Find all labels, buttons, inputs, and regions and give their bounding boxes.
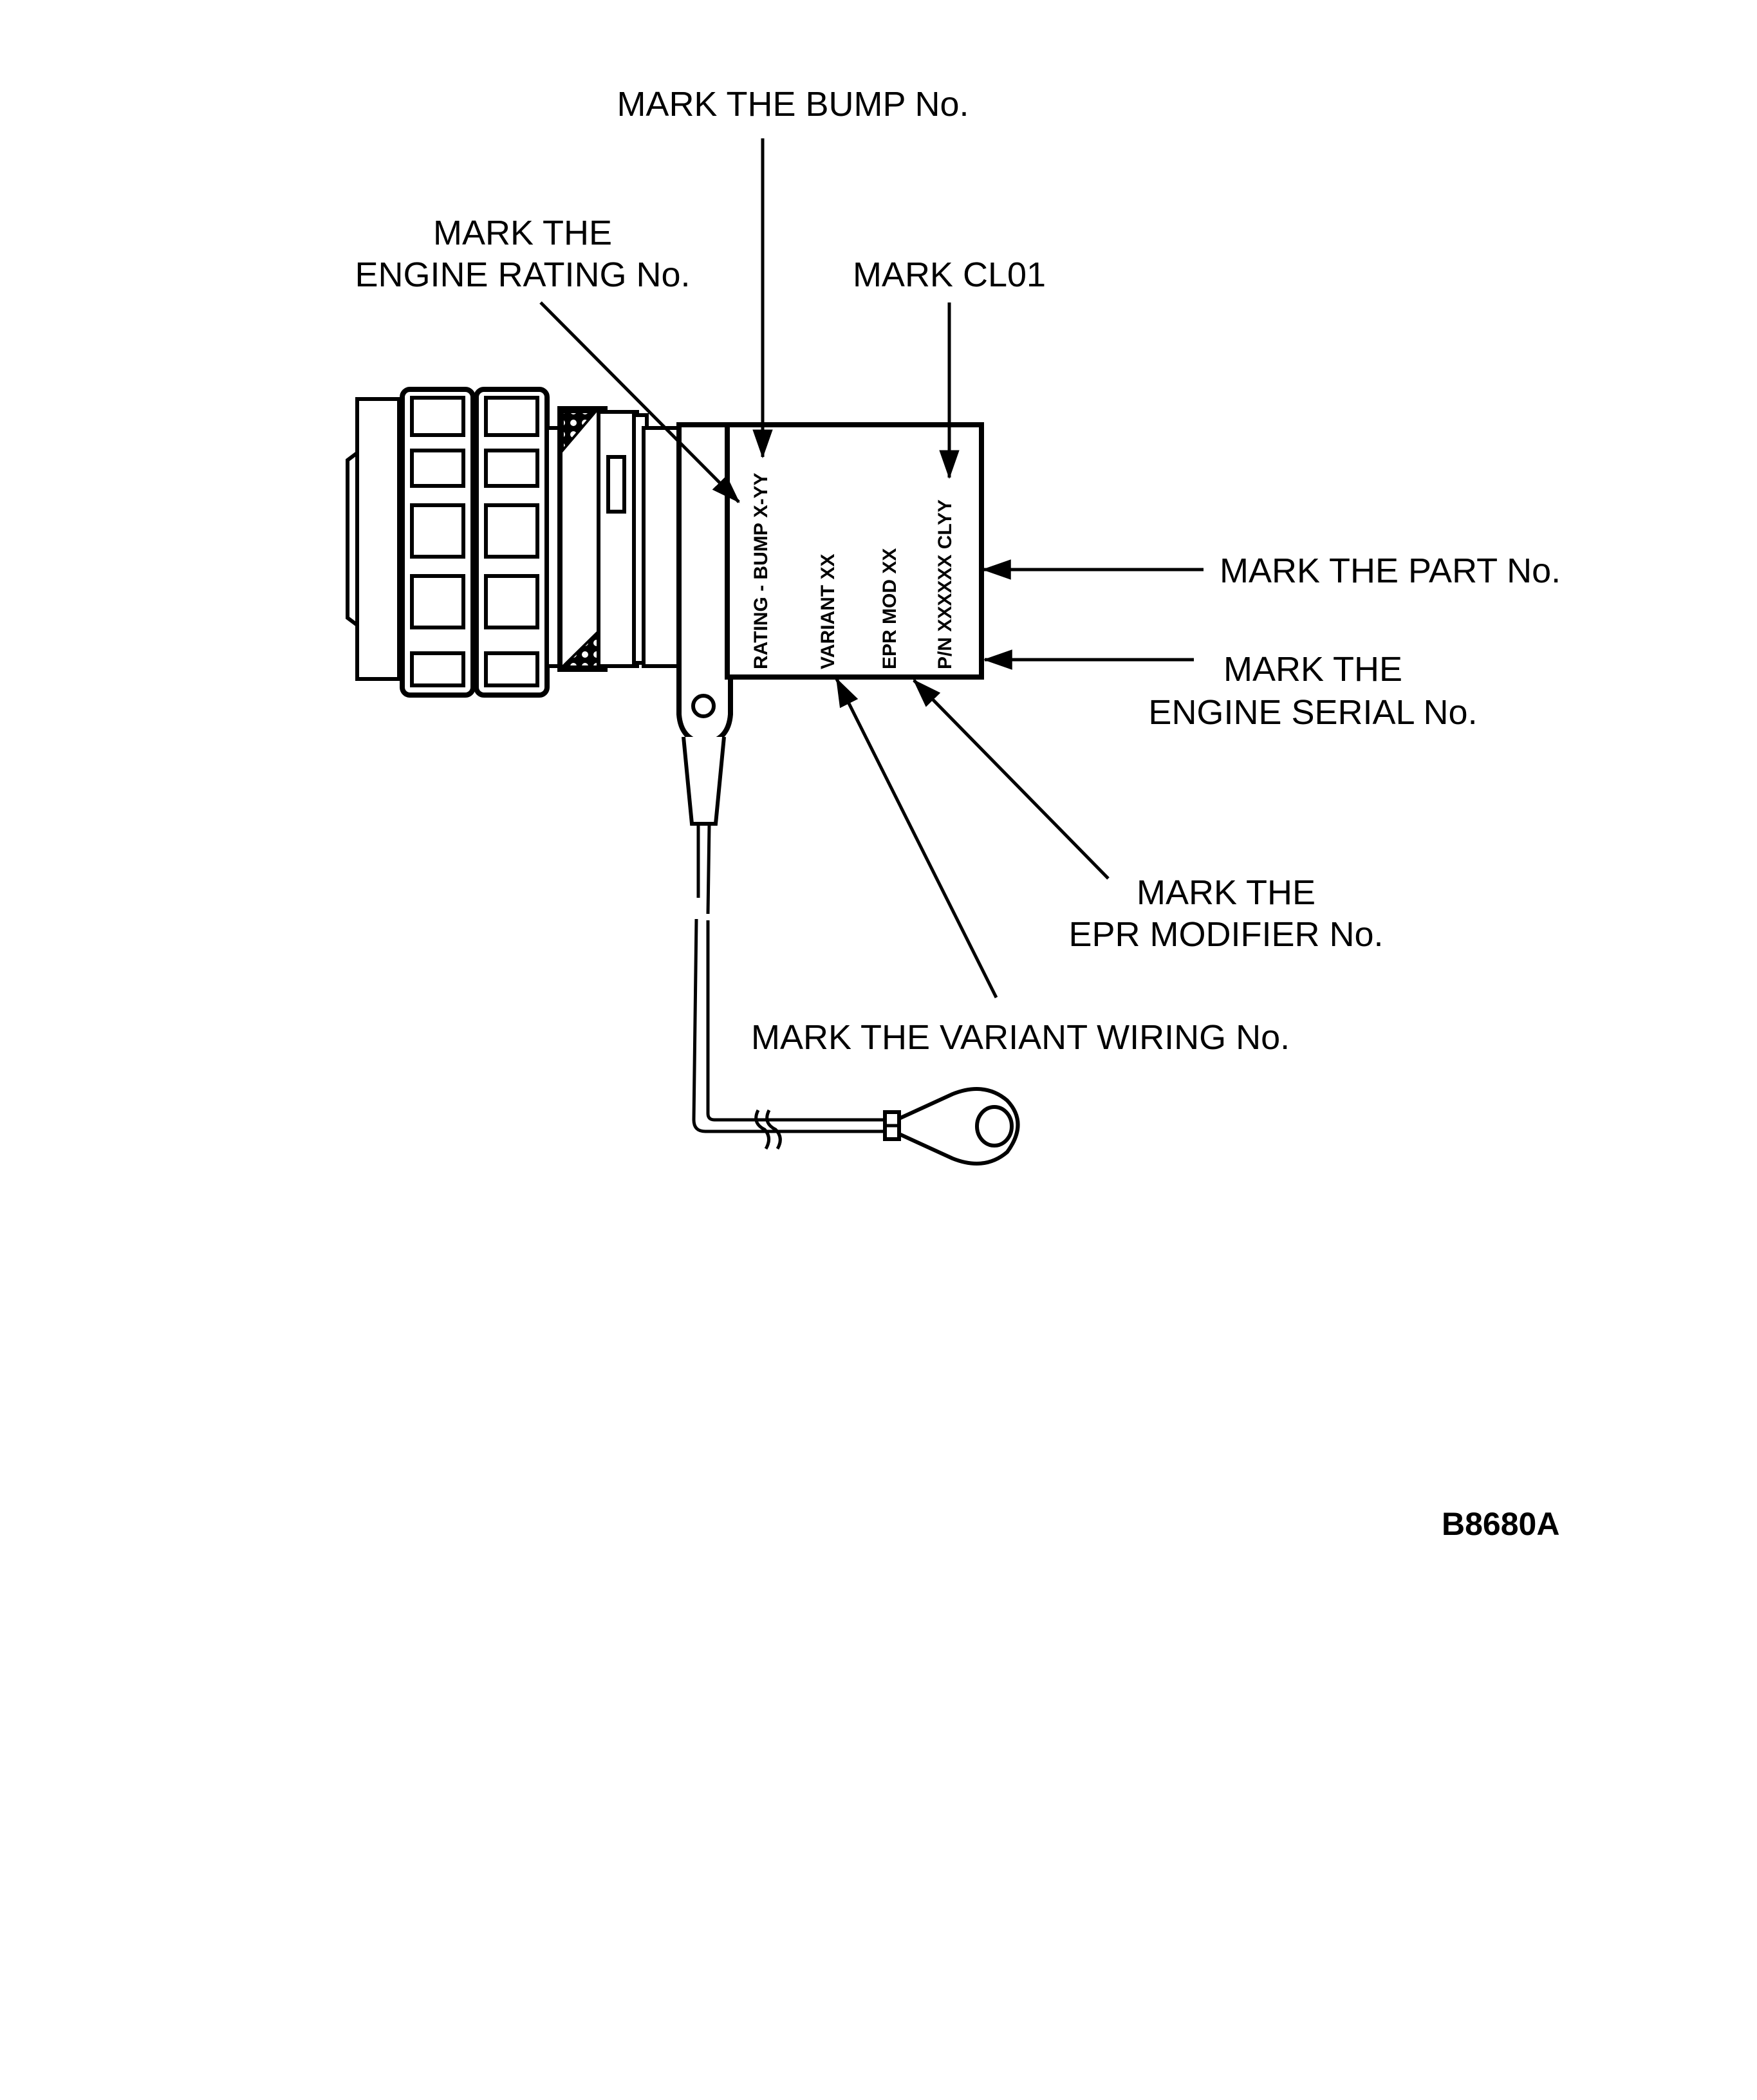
coupling-nut-left: [400, 387, 476, 698]
callout-epr-line1: MARK THE: [1137, 873, 1315, 912]
plate-line-rating-bump: RATING - BUMP X-YY: [750, 472, 772, 669]
plate-line-part-number: P/N XXXXXX CLYY: [934, 499, 956, 669]
connector: [346, 387, 733, 826]
ring-terminal-hole: [975, 1105, 1014, 1148]
bonding-lead: [692, 824, 1020, 1166]
callout-rating-line1: MARK THE: [433, 214, 612, 252]
callout-part: MARK THE PART No.: [1220, 552, 1561, 590]
lead-wire-outer: [692, 825, 837, 1133]
connector-rear-ring: [355, 397, 401, 681]
leader-lines: [539, 138, 1204, 999]
lead-wire-inner: [706, 824, 830, 1122]
plate-line-epr-mod: EPR MOD XX: [879, 548, 900, 669]
lead-wire-continued: [776, 1118, 885, 1133]
break-symbol: [754, 1109, 782, 1150]
identification-plate: RATING - BUMP X-YY VARIANT XX EPR MOD XX…: [725, 422, 984, 680]
leader-epr: [913, 679, 1110, 880]
callout-bump: MARK THE BUMP No.: [617, 85, 969, 124]
strap-tab: [676, 422, 733, 826]
callout-rating-line2: ENGINE RATING No.: [355, 256, 690, 294]
callout-serial-line1: MARK THE: [1223, 650, 1402, 689]
plate-line-variant: VARIANT XX: [817, 554, 839, 669]
callout-epr-line2: EPR MODIFIER No.: [1068, 915, 1383, 954]
callout-variant: MARK THE VARIANT WIRING No.: [751, 1018, 1290, 1057]
leader-variant: [835, 677, 998, 999]
coupling-nut-right: [474, 387, 550, 698]
leader-rating: [539, 301, 740, 503]
callout-serial-line2: ENGINE SERIAL No.: [1148, 693, 1477, 732]
figure-number: B8680A: [1442, 1506, 1559, 1542]
connector-backshell: [642, 426, 684, 668]
plate-outline: [725, 422, 984, 680]
callout-cl01: MARK CL01: [853, 256, 1046, 294]
knurled-ring: [557, 406, 649, 672]
callout-labels: MARK THE BUMP No. MARK THE ENGINE RATING…: [355, 85, 1561, 1057]
strap-hole: [691, 694, 716, 718]
